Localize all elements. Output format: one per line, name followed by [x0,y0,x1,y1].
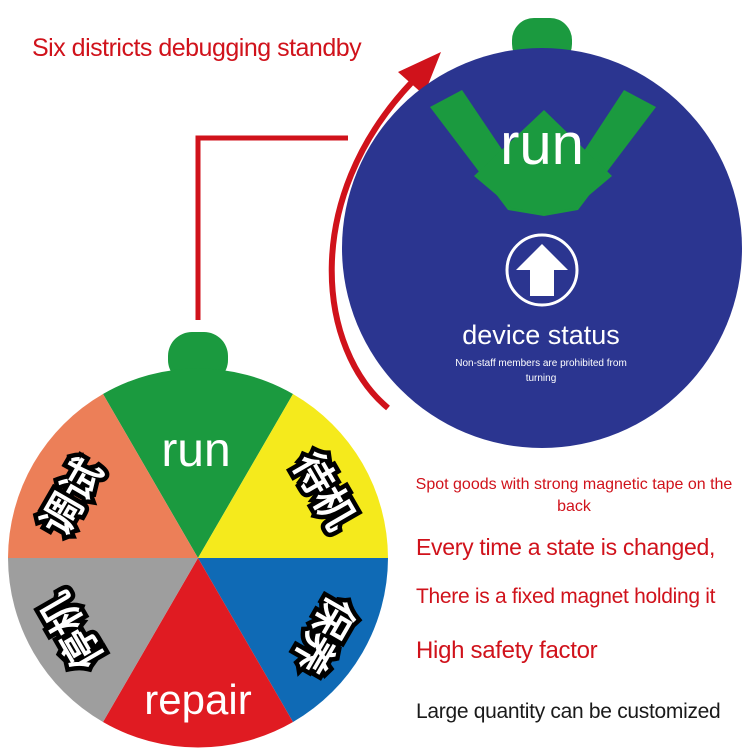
wheel-segment-shutdown [8,558,198,722]
wheel-segment-debug [8,394,198,558]
front-disc-status-label: run [500,112,584,177]
state-change-note: Every time a state is changed, [416,534,716,560]
wheel-segment-standby [198,394,388,558]
rotation-arrow [328,79,415,411]
up-arrow-icon [505,233,579,307]
headline: Six districts debugging standby [32,34,362,62]
front-disc-window [430,90,656,216]
front-disc-window-wedge [474,110,612,214]
device-status-warning: Non-staff members are prohibited from tu… [455,358,627,384]
device-status-title: device status [462,320,620,350]
rotation-arrowhead [398,52,441,95]
wheel-label-repair: repair [144,676,251,723]
status-wheel: run 待机 保养 repair 停机 调试 [8,332,388,748]
connector-line [195,135,348,320]
wheel-segment-run [103,368,293,558]
front-disc: run [342,18,742,448]
wheel-label-run: run [161,424,230,477]
wheel-segment-repair [103,558,293,748]
magnetic-tape-note: Spot goods with strong magnetic tape on … [415,476,733,515]
wheel-segment-maintenance [198,558,388,722]
customization-note: Large quantity can be customized [416,700,721,723]
safety-note: High safety factor [416,637,598,664]
fixed-magnet-note: There is a fixed magnet holding it [416,585,716,608]
